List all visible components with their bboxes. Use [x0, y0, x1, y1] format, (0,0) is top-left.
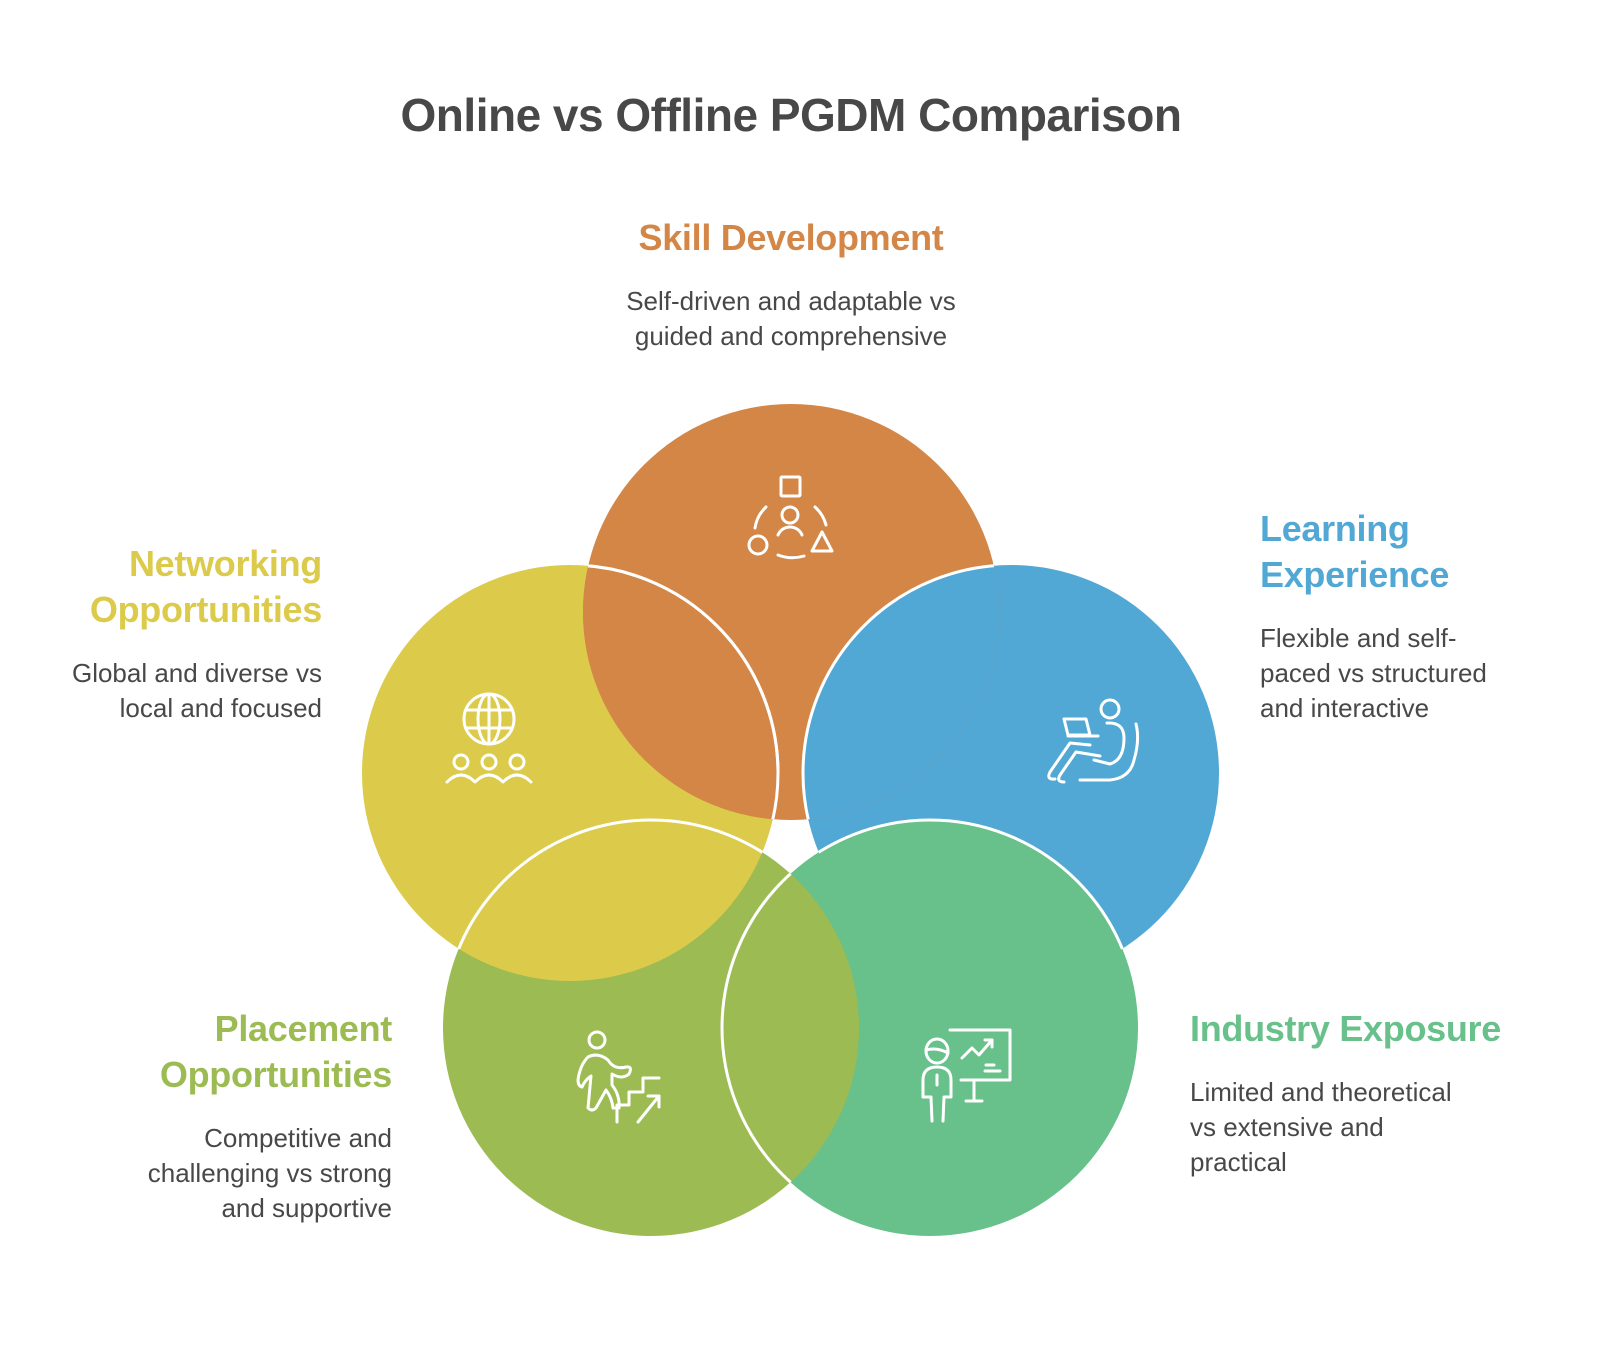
presenter-chart-icon	[921, 1028, 1012, 1123]
circle-fills	[362, 404, 1219, 1236]
globe-group-icon	[445, 692, 533, 784]
placement-opportunities-heading: Placement Opportunities	[159, 1008, 392, 1095]
networking-opportunities-description: Global and diverse vs local and focused	[71, 658, 322, 723]
person-climbing-stairs-icon	[576, 1030, 661, 1124]
person-laptop-icon	[1047, 698, 1140, 784]
industry-exposure-heading: Industry Exposure	[1190, 1008, 1501, 1049]
diagram-title: Online vs Offline PGDM Comparison	[400, 89, 1182, 141]
learning-experience-heading: Learning Experience	[1260, 508, 1450, 595]
learning-experience-description: Flexible and self- paced vs structured a…	[1260, 623, 1487, 723]
networking-opportunities-heading: Networking Opportunities	[89, 543, 322, 630]
people-shapes-icon	[747, 475, 834, 560]
skill-development-description: Self-driven and adaptable vs guided and …	[626, 286, 956, 351]
industry-exposure-description: Limited and theoretical vs extensive and…	[1190, 1077, 1452, 1177]
skill-development-heading: Skill Development	[638, 217, 944, 258]
circle-outlines	[441, 563, 1140, 1236]
placement-opportunities-description: Competitive and challenging vs strong an…	[147, 1123, 392, 1223]
